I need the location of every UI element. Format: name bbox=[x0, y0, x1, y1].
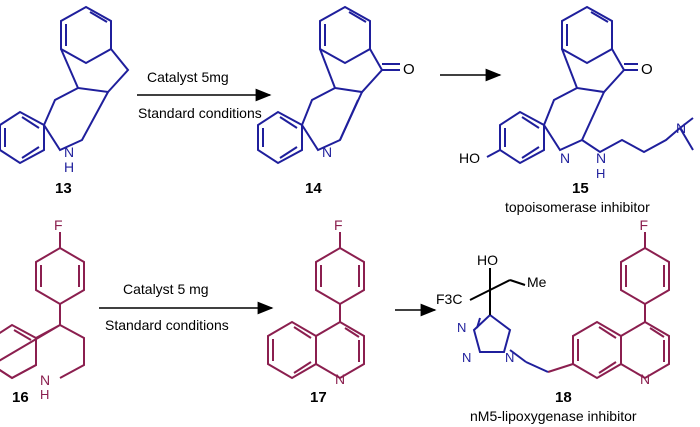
compound-18-sidechain bbox=[469, 268, 526, 315]
atom-me-18: Me bbox=[527, 274, 547, 290]
arrow-3-top-text: Catalyst 5 mg bbox=[123, 281, 209, 297]
compound-label-18: 18 bbox=[555, 389, 572, 406]
arrow-1-bottom-text: Standard conditions bbox=[138, 105, 262, 121]
compound-13-structure bbox=[0, 5, 130, 165]
atom-o-14: O bbox=[403, 61, 415, 78]
caption-18: nM5-lipoxygenase inhibitor bbox=[470, 408, 637, 424]
atom-o-15: O bbox=[641, 61, 653, 78]
atom-f-16: F bbox=[54, 217, 63, 233]
atom-n-17: N bbox=[335, 371, 345, 387]
atom-nh-15-h: H bbox=[596, 166, 605, 181]
atom-f3c-18: F3C bbox=[436, 291, 462, 307]
atom-nh-15-n: N bbox=[596, 150, 606, 166]
compound-label-16: 16 bbox=[12, 389, 29, 406]
atom-n-14: N bbox=[322, 144, 332, 160]
compound-15-structure bbox=[486, 5, 694, 165]
compound-17-structure bbox=[267, 232, 365, 380]
caption-15: topoisomerase inhibitor bbox=[505, 199, 650, 215]
atom-n1-triazole: N bbox=[457, 320, 466, 335]
atom-f-17: F bbox=[334, 217, 343, 233]
atom-ho-15: HO bbox=[459, 150, 480, 166]
atom-n-18: N bbox=[640, 371, 650, 387]
atom-h-13: H bbox=[64, 159, 74, 175]
compound-18-quinoline bbox=[547, 232, 670, 380]
compound-label-13: 13 bbox=[55, 180, 72, 197]
compound-label-15: 15 bbox=[572, 180, 589, 197]
arrow-3-bottom-text: Standard conditions bbox=[105, 317, 229, 333]
compound-label-17: 17 bbox=[310, 389, 327, 406]
atom-f-18: F bbox=[639, 217, 648, 233]
atom-ho-18: HO bbox=[477, 252, 498, 268]
arrow-1-top-text: Catalyst 5mg bbox=[147, 69, 229, 85]
atom-n2-triazole: N bbox=[462, 350, 471, 365]
atom-n-13: N bbox=[64, 144, 74, 160]
compound-14-structure bbox=[257, 5, 400, 165]
compound-16-structure bbox=[0, 232, 85, 380]
compound-18-triazole bbox=[472, 313, 549, 373]
atom-n-15-ring: N bbox=[560, 150, 570, 166]
atom-n-16: N bbox=[40, 372, 50, 388]
compound-label-14: 14 bbox=[305, 180, 322, 197]
atom-h-16: H bbox=[40, 387, 49, 402]
atom-n3-triazole: N bbox=[505, 350, 514, 365]
atom-n-15-amine: N bbox=[676, 120, 686, 136]
